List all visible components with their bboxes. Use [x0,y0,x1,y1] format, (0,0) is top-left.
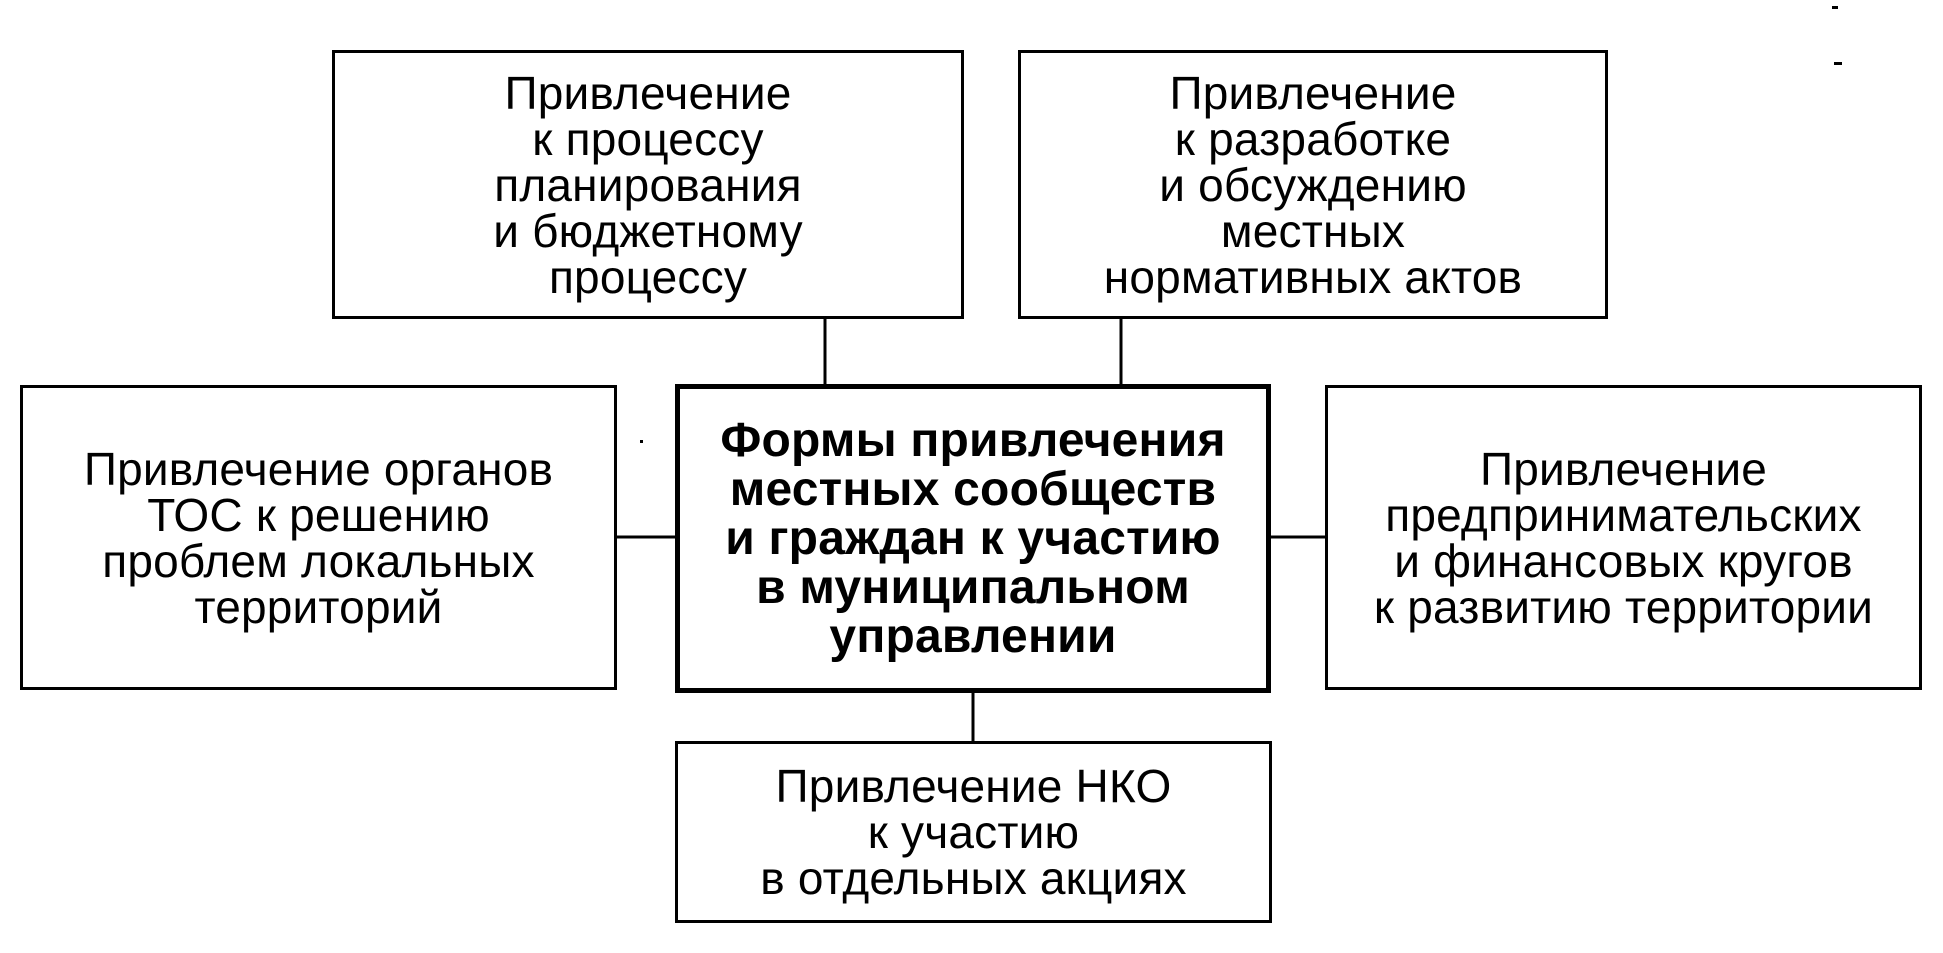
node-center: Формы привлечения местных сообществ и гр… [675,384,1271,693]
scan-speck [1834,62,1842,65]
node-left-label: Привлечение органов ТОС к решению пробле… [83,442,554,633]
node-right: Привлечение предпринимательских и финанс… [1325,385,1922,690]
node-top-left: Привлечение к процессу планирования и бю… [332,50,964,319]
scan-speck [1832,6,1838,9]
node-left: Привлечение органов ТОС к решению пробле… [20,385,617,690]
node-center-label: Формы привлечения местных сообществ и гр… [720,414,1226,663]
node-top-right-label: Привлечение к разработке и обсуждению ме… [1103,66,1523,303]
node-top-left-label: Привлечение к процессу планирования и бю… [493,66,803,303]
node-right-label: Привлечение предпринимательских и финанс… [1373,442,1874,633]
scan-speck [640,440,643,443]
node-bottom-label: Привлечение НКО к участию в отдельных ак… [760,760,1187,904]
node-top-right: Привлечение к разработке и обсуждению ме… [1018,50,1608,319]
node-bottom: Привлечение НКО к участию в отдельных ак… [675,741,1272,923]
